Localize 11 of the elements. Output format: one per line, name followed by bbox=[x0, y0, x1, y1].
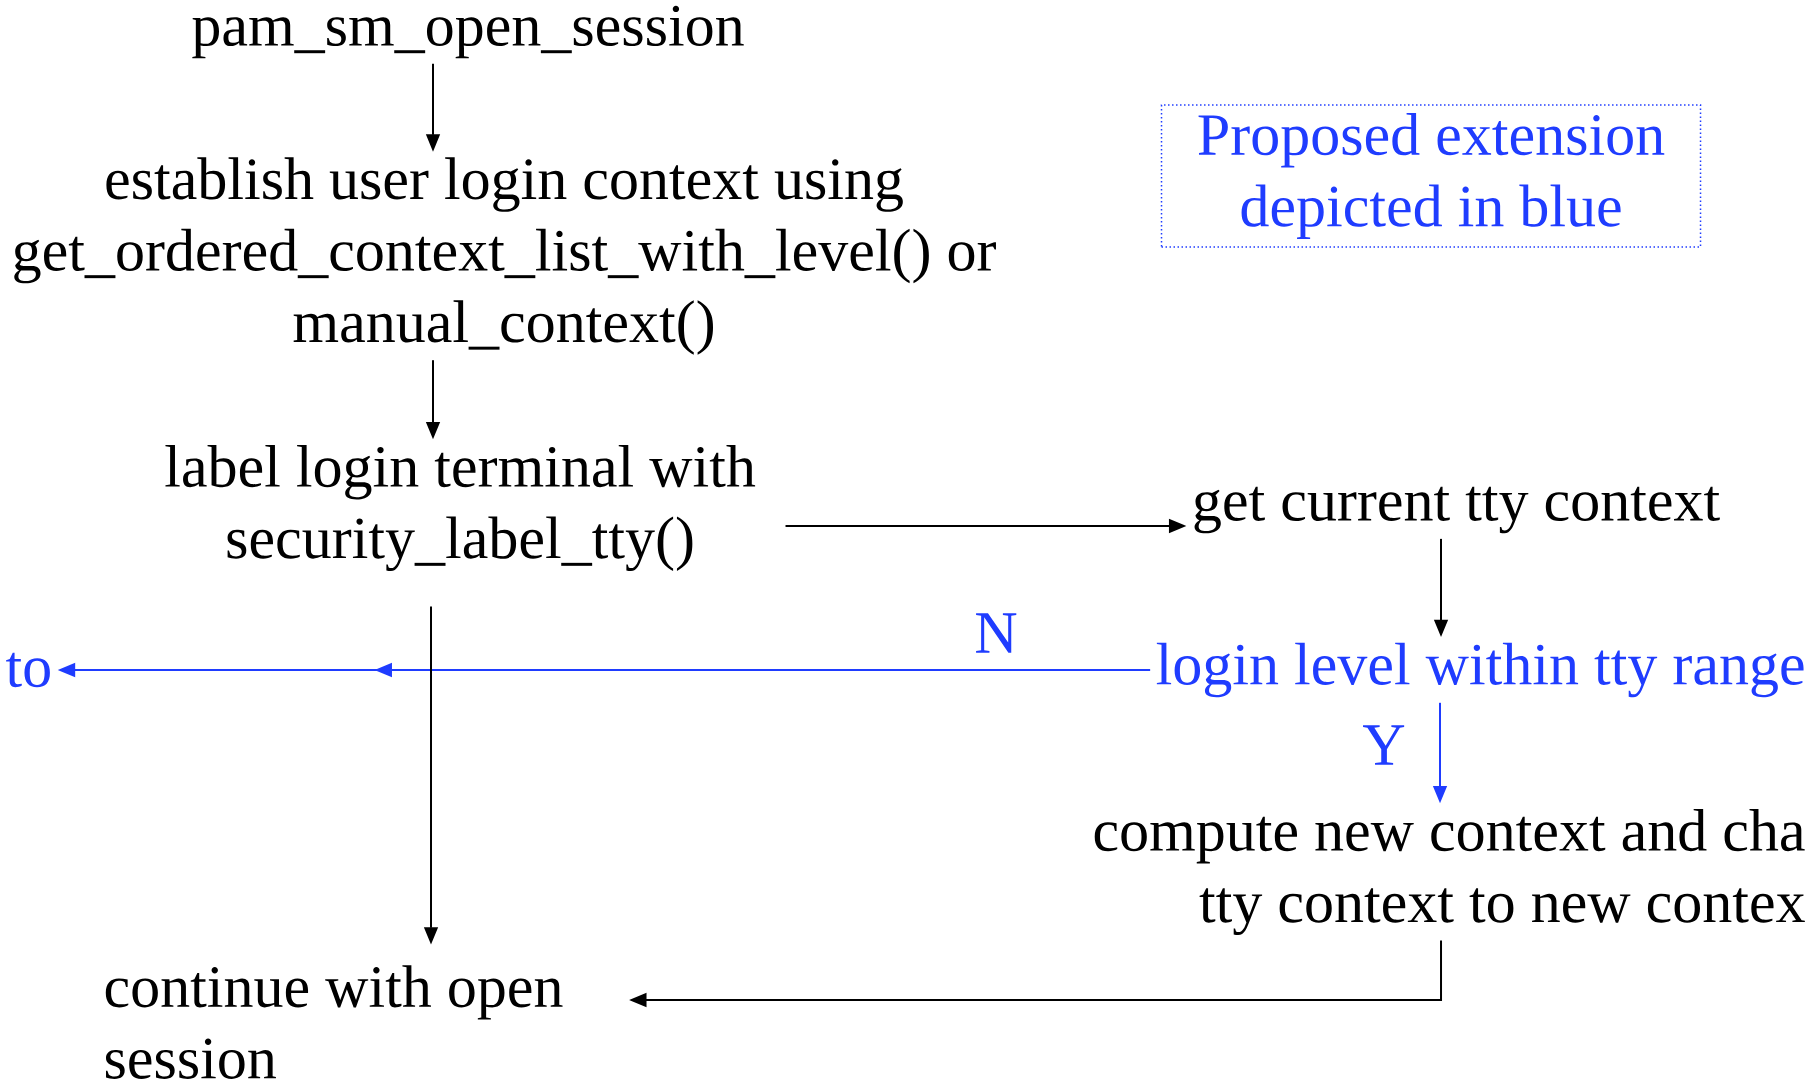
step-text: continue with open session bbox=[105, 965, 563, 1079]
edge-label: N bbox=[976, 613, 1017, 653]
note-box: Proposed extension depicted in blue bbox=[1160, 104, 1702, 248]
step-text: establish user login context using get_ordered_context_list_with_level() or manual_context() bbox=[14, 157, 996, 355]
step-text: get current tty context bbox=[1194, 486, 1720, 534]
step-text: pam_sm_open_session bbox=[192, 5, 744, 59]
step-text: label login terminal with security_label_tty() bbox=[165, 444, 756, 572]
edge-label: Y bbox=[1363, 725, 1405, 765]
decision-text: login level within tty range bbox=[1156, 642, 1804, 698]
step-text: compute new context and cha tty context to new contex bbox=[1094, 808, 1805, 936]
outcome-text: to bbox=[6, 652, 50, 688]
